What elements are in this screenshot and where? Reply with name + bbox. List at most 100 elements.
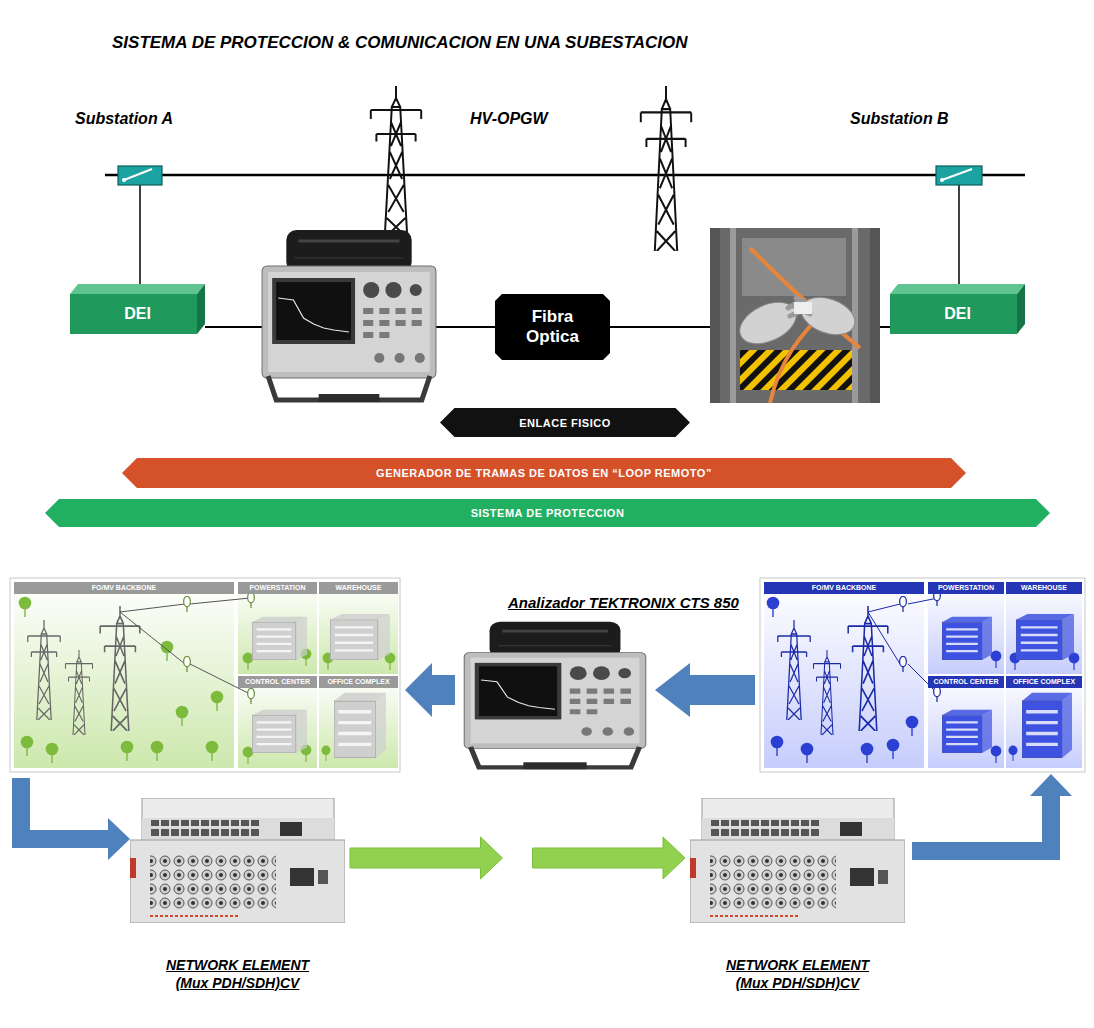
tree-icon <box>861 743 874 763</box>
ied-device-box: DEI <box>70 284 205 334</box>
building-icon <box>1016 614 1074 660</box>
flow-arrow <box>655 663 755 717</box>
band-face <box>122 458 966 488</box>
drop-wire <box>139 185 141 286</box>
building-icon <box>330 614 390 660</box>
picture-panel: FO/MV BACKBONE <box>764 582 924 768</box>
tree-icon <box>46 743 59 763</box>
generator-band: GENERADOR DE TRAMAS DE DATOS EN “LOOP RE… <box>122 458 966 488</box>
breaker-symbol <box>940 178 944 182</box>
picture-cell <box>1006 582 1082 674</box>
picture-panel: WAREHOUSE <box>1006 582 1082 674</box>
picture-cell <box>1006 676 1082 768</box>
dish-icon <box>900 656 907 672</box>
breaker-symbol <box>118 166 162 185</box>
protection-band: SISTEMA DE PROTECCION <box>45 499 1050 527</box>
tower-icon <box>814 650 841 735</box>
node-text: Fibra Optica <box>515 307 590 346</box>
dei3d-face <box>70 284 205 294</box>
tree-icon <box>151 741 164 761</box>
dei3d-face <box>890 284 1025 294</box>
analyzer-picture <box>262 230 436 402</box>
network-element: NETWORK ELEMENT (Mux PDH/SDH)CV <box>685 795 910 1010</box>
substation-label: Substation A <box>75 110 173 128</box>
tower-icon <box>778 620 810 720</box>
picture-cell <box>14 582 234 768</box>
tree-icon <box>322 746 331 761</box>
picture-panel: OFFICE COMPLEX <box>1006 676 1082 768</box>
breaker-symbol <box>942 169 972 180</box>
dei3d-face <box>70 294 197 334</box>
dei3d-face <box>890 294 1017 334</box>
dish-icon <box>184 596 191 612</box>
picture-panel: WAREHOUSE <box>319 582 398 674</box>
tower-icon <box>66 650 93 735</box>
drop-wire <box>958 185 960 286</box>
mux-picture <box>690 798 905 923</box>
tree-icon <box>161 641 174 661</box>
tree-icon <box>176 706 189 726</box>
flow-arrow <box>405 663 455 717</box>
node-text: GENERADOR DE TRAMAS DE DATOS EN “LOOP RE… <box>376 467 712 479</box>
building-icon <box>252 617 307 660</box>
picture-panel: OFFICE COMPLEX <box>319 676 398 768</box>
tree-icon <box>19 597 32 617</box>
block-arrow-connector <box>350 837 685 879</box>
picture-panel: POWERSTATION <box>928 582 1004 674</box>
picture-cell <box>238 582 317 674</box>
transmission-tower <box>371 86 421 236</box>
block-arrow <box>350 837 503 879</box>
node-text: CONTROL CENTER <box>238 676 317 688</box>
fiber-box: Fibra Optica <box>495 294 610 360</box>
tree-icon <box>206 741 219 761</box>
title-text: SISTEMA DE PROTECCION & COMUNICACION EN … <box>112 33 932 53</box>
node-text: WAREHOUSE <box>319 582 398 594</box>
node-text: WAREHOUSE <box>1006 582 1082 594</box>
network-element: NETWORK ELEMENT (Mux PDH/SDH)CV <box>125 795 350 1010</box>
picture-panel: CONTROL CENTER <box>238 676 317 768</box>
tree-icon <box>243 653 254 670</box>
tree-icon <box>243 747 254 764</box>
node-text: DEI <box>124 305 151 323</box>
block-arrow <box>533 837 686 879</box>
dish-icon <box>900 596 907 612</box>
building-icon <box>942 617 992 660</box>
dish-icon <box>184 656 191 672</box>
dish-icon <box>248 688 255 704</box>
node-text: OFFICE COMPLEX <box>319 676 398 688</box>
dei3d-face <box>1017 284 1025 334</box>
tree-icon <box>991 746 1002 763</box>
picture-panel: POWERSTATION <box>238 582 317 674</box>
picture-cell <box>764 582 924 768</box>
tree-icon <box>211 691 224 711</box>
tree-icon <box>21 736 34 756</box>
building-icon <box>252 710 307 753</box>
tree-icon <box>121 741 134 761</box>
node-text: FO/MV BACKBONE <box>14 582 234 594</box>
building-icon <box>1022 693 1072 758</box>
network-picture <box>760 578 1085 772</box>
node-text: ENLACE FISICO <box>519 417 610 429</box>
tree-icon <box>887 739 900 759</box>
breaker-symbol <box>936 166 982 185</box>
network-picture <box>10 578 400 772</box>
fibra-face <box>495 294 610 360</box>
picture-panel: CONTROL CENTER <box>928 676 1004 768</box>
breaker-symbol <box>124 169 152 180</box>
node-text: FO/MV BACKBONE <box>764 582 924 594</box>
dish-icon <box>248 592 255 608</box>
building-icon <box>334 693 386 758</box>
node-text: SISTEMA DE PROTECCION <box>471 507 625 519</box>
transmission-tower <box>641 86 691 251</box>
tree-icon <box>1009 746 1018 761</box>
building-icon <box>942 710 992 753</box>
picture-cell <box>238 676 317 768</box>
picture-cell <box>928 582 1004 674</box>
tower-icon <box>100 606 140 731</box>
breaker-symbol <box>122 178 126 182</box>
band-face <box>440 408 690 437</box>
tree-icon <box>801 743 814 763</box>
ied-device-box: DEI <box>890 284 1025 334</box>
rack-picture <box>710 228 880 403</box>
mux-picture <box>130 798 345 923</box>
